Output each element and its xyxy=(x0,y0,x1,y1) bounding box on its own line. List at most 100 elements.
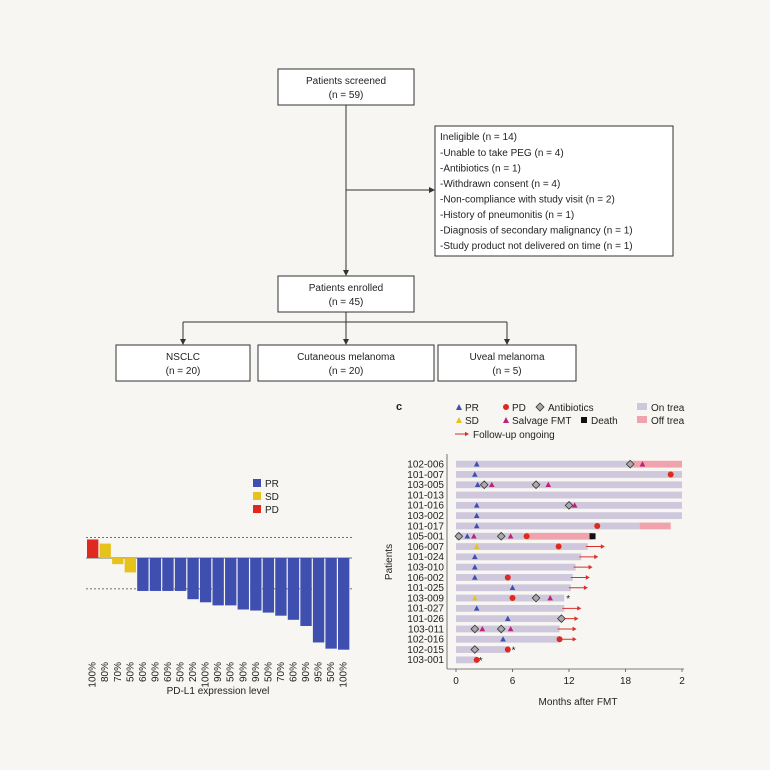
pd-marker xyxy=(509,595,516,602)
panel-label-c: c xyxy=(396,401,402,413)
on-treatment-bar xyxy=(456,635,560,643)
enrolled-arrowhead xyxy=(343,270,349,276)
salvage-fmt-marker xyxy=(547,595,553,601)
off-treatment-bar xyxy=(630,460,682,468)
on-treatment-bar xyxy=(456,471,682,478)
waterfall-tick-label: 90% xyxy=(150,662,161,682)
antibiotics-marker xyxy=(470,624,480,634)
nsclc-title: NSCLC xyxy=(166,352,200,363)
patient-label: 103-002 xyxy=(407,511,444,522)
uveal-arrowhead xyxy=(504,339,510,345)
on-treatment-bar xyxy=(456,491,682,499)
patient-label: 102-016 xyxy=(407,635,444,646)
pr-marker xyxy=(473,512,480,518)
waterfall-tick-label: 90% xyxy=(251,662,262,682)
legend-off-swatch xyxy=(637,416,647,423)
ineligible-box xyxy=(434,125,674,257)
pd-marker xyxy=(504,646,511,653)
pr-marker xyxy=(472,553,478,560)
waterfall-bar xyxy=(99,543,111,558)
uveal-title: Uveal melanoma xyxy=(469,352,544,363)
waterfall-bar xyxy=(225,558,237,606)
waterfall-bar xyxy=(149,558,162,591)
on-treatment-bar xyxy=(456,543,588,550)
cutaneous-box xyxy=(257,344,435,382)
waterfall-bar xyxy=(187,558,199,600)
x-tick-label: 2 xyxy=(679,676,685,687)
pd-marker xyxy=(555,543,562,550)
waterfall-bar xyxy=(112,558,124,565)
ineligible-item: -Antibiotics (n = 1) xyxy=(440,164,521,175)
ineligible-item: -Study product not delivered on time (n … xyxy=(440,241,633,252)
waterfall-chart: 100%80%70%50%60%90%60%50%20%100%90%50%90… xyxy=(86,479,352,697)
salvage-fmt-marker xyxy=(488,481,495,488)
swimmer-xlabel: Months after FMT xyxy=(539,697,618,708)
legend-label-pr: PR xyxy=(265,479,279,490)
death-marker xyxy=(589,533,596,540)
legend-death-marker xyxy=(581,417,587,423)
on-treatment-bar xyxy=(456,532,527,540)
patient-label: 101-016 xyxy=(407,501,444,512)
waterfall-tick-label: 70% xyxy=(276,662,287,682)
salvage-fmt-marker xyxy=(639,461,646,467)
antibiotics-marker xyxy=(479,480,489,490)
waterfall-xlabel: PD-L1 expression level xyxy=(167,686,270,697)
antibiotics-marker xyxy=(557,614,566,624)
follow-up-arrowhead xyxy=(594,554,599,560)
follow-up-arrowhead xyxy=(574,616,579,621)
patient-label: 106-007 xyxy=(407,542,444,553)
waterfall-bar xyxy=(212,558,224,606)
waterfall-bar xyxy=(262,558,275,613)
salvage-fmt-marker xyxy=(507,625,514,632)
waterfall-bar xyxy=(87,539,99,558)
nsclc-box xyxy=(115,344,251,382)
waterfall-bar xyxy=(199,558,212,603)
patient-label: 101-025 xyxy=(407,583,444,594)
death-marker: * xyxy=(479,656,483,667)
on-treatment-bar xyxy=(456,553,582,561)
sd-marker xyxy=(473,543,480,549)
antibiotics-marker xyxy=(531,593,541,603)
waterfall-bar xyxy=(137,558,149,591)
patient-label: 103-010 xyxy=(407,562,444,573)
pr-marker xyxy=(500,636,506,642)
legend-sd-marker xyxy=(456,417,462,423)
ineligible-item: -Diagnosis of secondary malignancy (n = … xyxy=(440,226,633,237)
waterfall-tick-label: 60% xyxy=(138,662,149,682)
on-treatment-bar xyxy=(456,656,477,664)
antibiotics-marker xyxy=(496,531,506,541)
antibiotics-marker xyxy=(454,531,464,541)
legend-on-swatch xyxy=(637,403,647,410)
patient-label: 103-005 xyxy=(407,480,444,491)
waterfall-tick-label: 80% xyxy=(100,662,111,682)
x-tick-label: 6 xyxy=(510,676,516,687)
pd-marker xyxy=(504,574,511,581)
pd-marker xyxy=(523,533,530,540)
waterfall-tick-label: 90% xyxy=(301,662,312,682)
pr-marker xyxy=(473,522,480,529)
waterfall-bar xyxy=(174,558,187,591)
enrolled-n: (n = 45) xyxy=(329,297,364,308)
ineligible-item: -Unable to take PEG (n = 4) xyxy=(440,148,564,159)
swimmer-bars: *** xyxy=(454,459,682,667)
legend-label-sd: SD xyxy=(265,492,279,503)
nsclc-arrowhead xyxy=(180,339,186,345)
legend-pd-label: PD xyxy=(512,403,526,414)
legend-followup-label: Follow-up ongoing xyxy=(473,430,555,441)
waterfall-bar xyxy=(338,558,350,650)
waterfall-tick-label: 20% xyxy=(188,662,199,682)
salvage-fmt-marker xyxy=(471,533,477,539)
patient-label: 103-011 xyxy=(408,624,444,635)
salvage-fmt-marker xyxy=(507,533,514,539)
legend-salvage-marker xyxy=(503,417,509,423)
flow-diagram: Patients screened (n = 59) Ineligible (n… xyxy=(115,68,674,382)
salvage-fmt-marker xyxy=(545,481,552,488)
salvage-fmt-marker xyxy=(479,625,486,632)
pd-marker xyxy=(594,522,601,529)
waterfall-bar xyxy=(275,558,287,616)
patient-label: 105-001 xyxy=(407,532,444,543)
x-tick-label: 12 xyxy=(563,676,575,687)
off-treatment-bar xyxy=(526,532,593,540)
